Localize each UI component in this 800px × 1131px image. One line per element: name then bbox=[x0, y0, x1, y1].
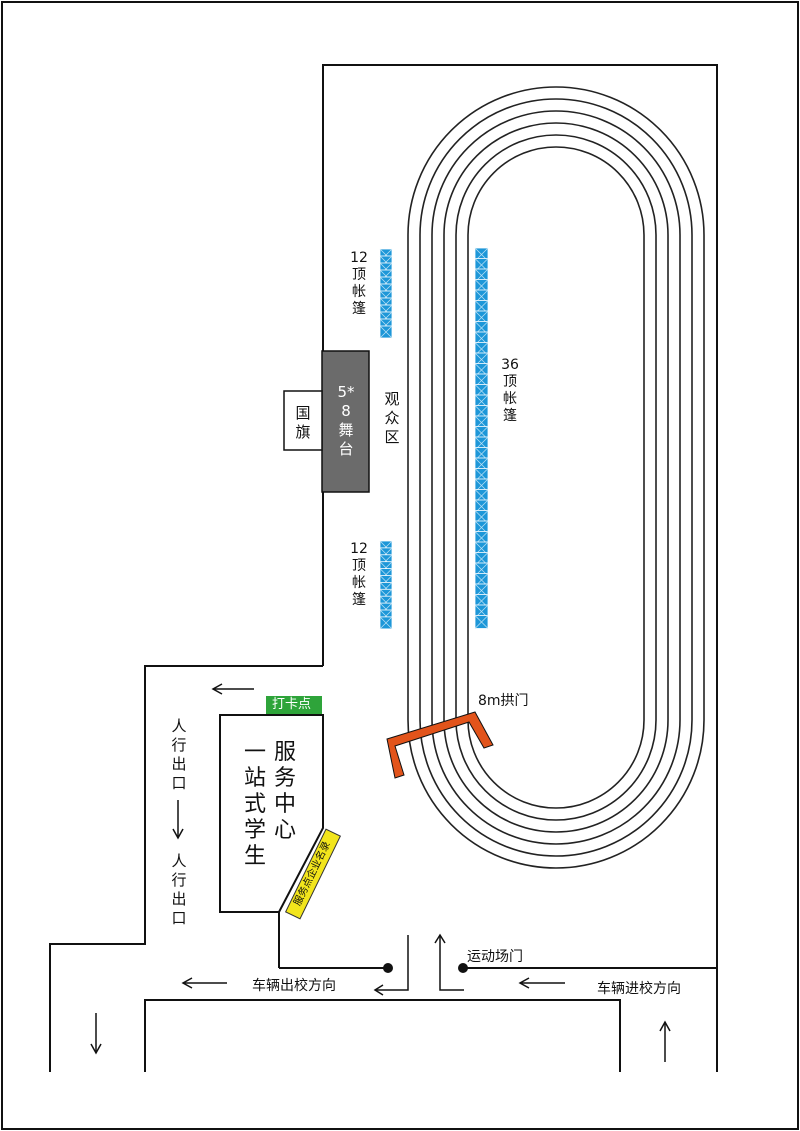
arrow-left-icon bbox=[181, 977, 227, 989]
flag-box bbox=[283, 390, 323, 451]
track-lane bbox=[407, 86, 705, 869]
arrow-up-icon bbox=[659, 1020, 671, 1062]
gate-label: 运动场门 bbox=[467, 949, 523, 965]
turn-arrow-up-icon bbox=[434, 933, 464, 991]
checkin-label: 打卡点 bbox=[272, 697, 312, 712]
arrow-down-icon bbox=[90, 1013, 102, 1055]
road-inner-boundary bbox=[144, 999, 621, 1072]
tent bbox=[474, 447, 489, 461]
track-lane bbox=[443, 122, 669, 833]
track-lane bbox=[467, 146, 645, 809]
service-center bbox=[219, 714, 324, 913]
running-track bbox=[407, 86, 705, 869]
gate-post-right bbox=[458, 963, 468, 973]
track-lane bbox=[431, 110, 681, 845]
track-lane bbox=[455, 134, 657, 821]
vehicle-out-label: 车辆出校方向 bbox=[252, 978, 336, 994]
pedestrian-exit-bottom-label: 人行出口 bbox=[171, 852, 187, 927]
pedestrian-exit-top-label: 人行出口 bbox=[171, 717, 187, 792]
tents-left-top-label: 12顶帐篷 bbox=[350, 250, 368, 317]
arrow-left-icon bbox=[518, 977, 565, 989]
stage bbox=[321, 350, 370, 493]
service-center-title: 服务中心 bbox=[273, 740, 296, 843]
turn-arrow-left-icon bbox=[373, 935, 409, 996]
tent bbox=[474, 615, 489, 629]
track-lane bbox=[419, 98, 693, 857]
field-boundary bbox=[322, 64, 718, 968]
tents-layer bbox=[379, 247, 489, 630]
tent bbox=[474, 331, 489, 346]
arch bbox=[386, 711, 494, 779]
tents-right-label: 36顶帐篷 bbox=[501, 357, 519, 424]
enterprise-sign bbox=[284, 828, 342, 920]
tent bbox=[379, 325, 393, 339]
audience-label: 观众区 bbox=[384, 390, 400, 446]
arrow-left-icon bbox=[211, 683, 254, 695]
service-center-subtitle: 一站式学生 bbox=[243, 740, 266, 869]
tent bbox=[474, 289, 489, 304]
vehicle-in-label: 车辆进校方向 bbox=[597, 981, 681, 997]
flag-label: 国旗 bbox=[295, 404, 311, 441]
stage-label: 5*8舞台 bbox=[337, 383, 355, 458]
tent bbox=[379, 616, 393, 630]
arch-label: 8m拱门 bbox=[478, 693, 529, 709]
gate-post-left bbox=[383, 963, 393, 973]
tents-left-bottom-label: 12顶帐篷 bbox=[350, 541, 368, 608]
checkin-bar bbox=[266, 696, 322, 714]
left-boundary bbox=[49, 665, 323, 1072]
arrow-down-icon bbox=[172, 800, 184, 840]
